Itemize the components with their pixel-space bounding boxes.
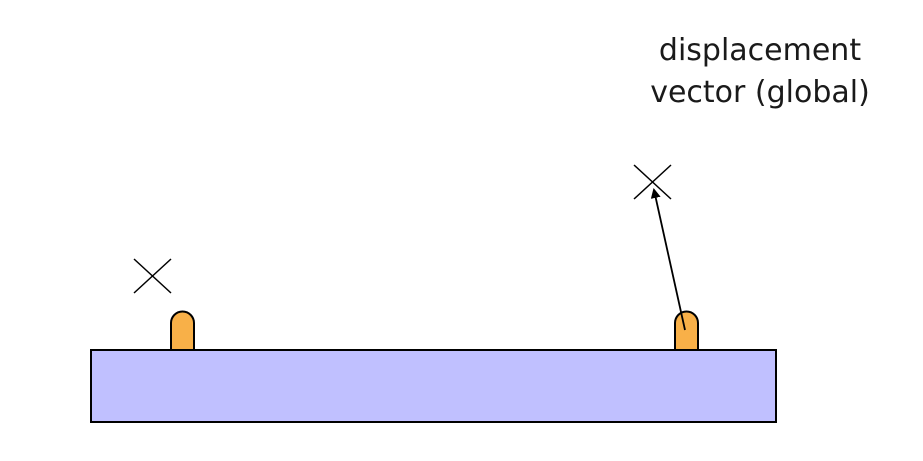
pin-right — [674, 310, 699, 351]
displacement-vector-arrow — [650, 188, 686, 331]
displacement-vector-label: displacement vector (global) — [615, 30, 905, 114]
beam — [90, 349, 777, 423]
cross-marker-right — [633, 164, 672, 200]
label-line-2: vector (global) — [650, 75, 870, 110]
cross-marker-left — [133, 258, 172, 294]
pin-left — [170, 310, 195, 351]
label-line-1: displacement — [658, 33, 862, 68]
